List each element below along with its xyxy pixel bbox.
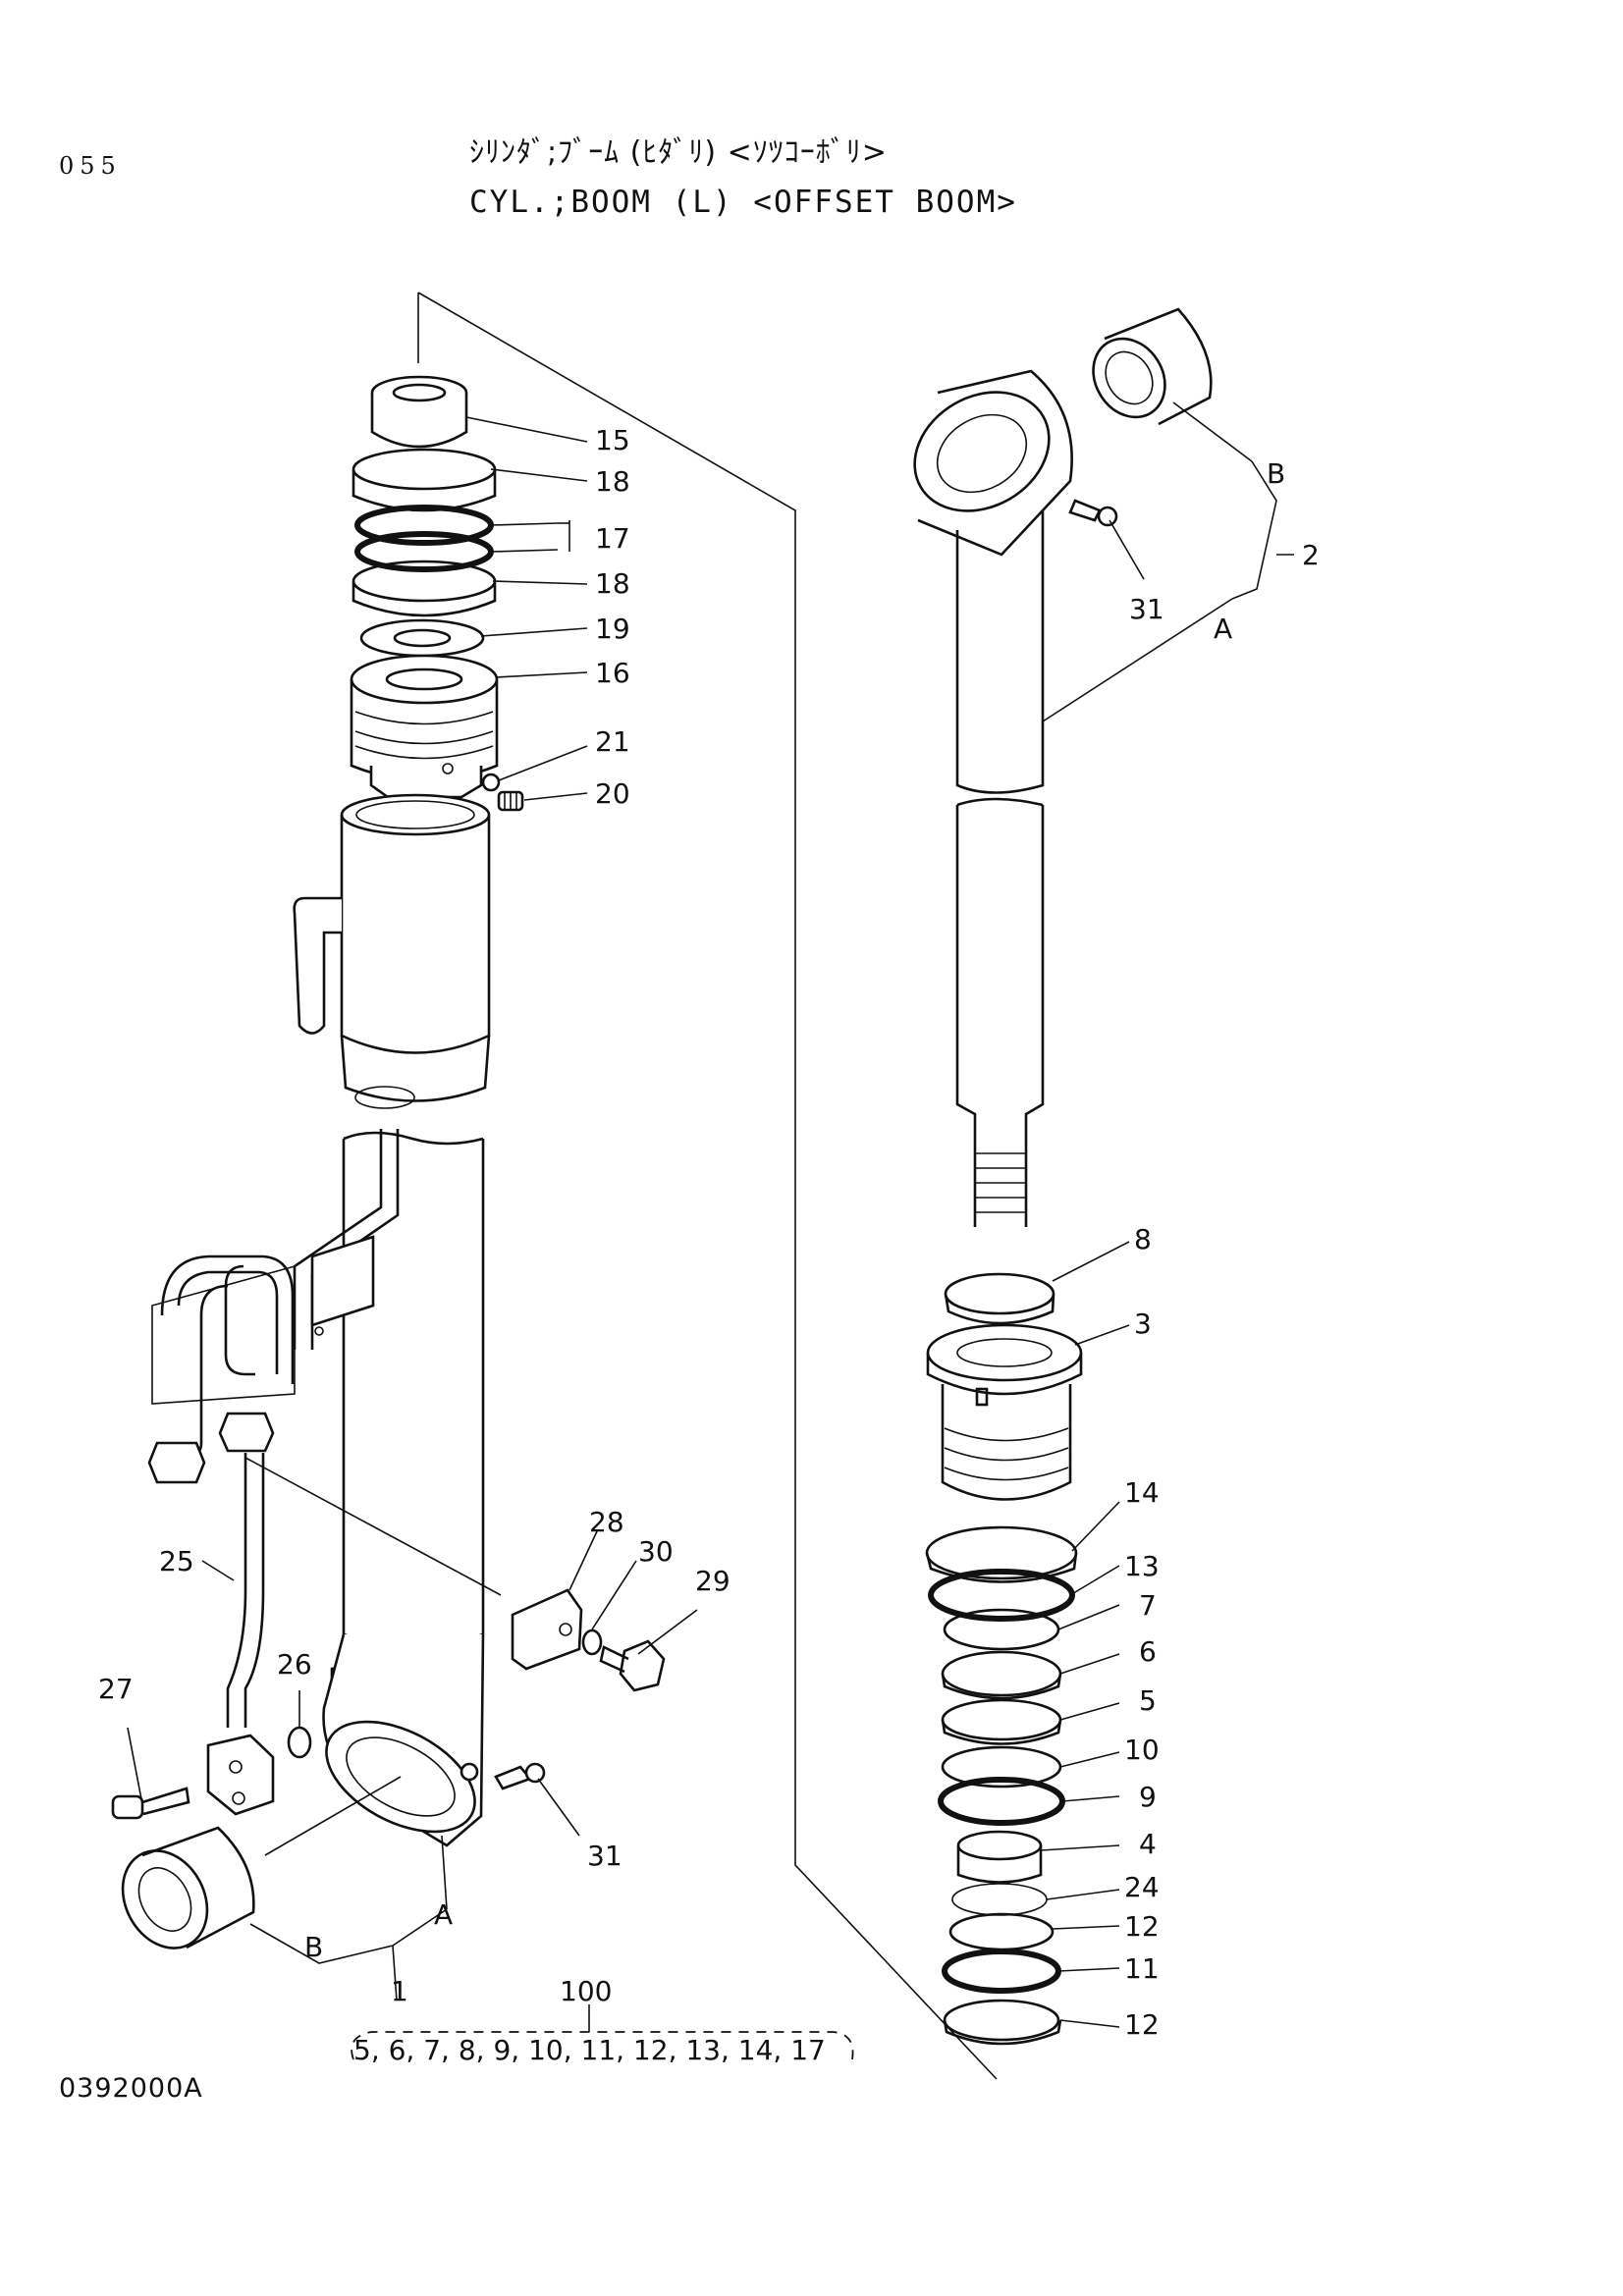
callout-31-right: 31 (1129, 593, 1164, 625)
callout-24: 24 (1124, 1871, 1160, 1903)
callout-1: 1 (391, 1975, 408, 2007)
part-16-rod-cover (350, 654, 499, 799)
callout-20: 20 (595, 777, 630, 810)
cylinder-tube (147, 793, 491, 1847)
part-28-clamp (511, 1588, 583, 1671)
gland-parts-stack (350, 375, 524, 812)
callout-10: 10 (1124, 1734, 1160, 1766)
callout-12-upper: 12 (1124, 1910, 1160, 1943)
callout-18-lower: 18 (595, 567, 630, 600)
part-15-dust-seal (370, 375, 468, 449)
callout-17: 17 (595, 522, 630, 555)
callout-18-upper: 18 (595, 465, 630, 498)
part-4-nut (956, 1830, 1043, 1884)
page-number: 055 (59, 152, 122, 180)
callout-31-left: 31 (587, 1840, 622, 1872)
callout-21: 21 (595, 725, 630, 758)
part-17-seal-rings (354, 505, 494, 572)
part-5-ring (941, 1698, 1062, 1745)
callout-19: 19 (595, 613, 630, 645)
callout-4: 4 (1139, 1828, 1157, 1860)
callout-15: 15 (595, 424, 630, 456)
callout-2: 2 (1302, 539, 1320, 571)
callout-8: 8 (1134, 1223, 1152, 1255)
callout-A-left: A (434, 1898, 453, 1931)
part-3-piston (926, 1323, 1083, 1501)
part-20-set-screw (497, 790, 524, 812)
drawing-code: 0392000A (59, 2073, 203, 2104)
part-21-steel-ball (481, 773, 501, 792)
part-19-ring (359, 618, 485, 658)
callout-30: 30 (638, 1535, 674, 1568)
part-8-ring (944, 1272, 1055, 1325)
callout-13: 13 (1124, 1550, 1160, 1582)
part-27-bolt (111, 1787, 190, 1820)
part-29-bolt (599, 1639, 666, 1692)
callout-14: 14 (1124, 1476, 1160, 1509)
bushing-left (121, 1826, 255, 1949)
callout-11: 11 (1124, 1952, 1160, 1985)
split-flange (206, 1734, 275, 1816)
part-31-grease-fitting-left (494, 1762, 546, 1790)
title-japanese: ｼﾘﾝﾀﾞ;ﾌﾞｰﾑ (ﾋﾀﾞﾘ) <ｿﾂｺｰﾎﾞﾘ> (469, 135, 888, 170)
part-12-ring-upper (948, 1912, 1055, 1951)
part-30-washer (581, 1629, 603, 1656)
callout-6: 6 (1139, 1635, 1157, 1668)
part-31-grease-fitting-right (1068, 499, 1118, 527)
part-11-ring (942, 1949, 1061, 1994)
callout-B-right: B (1267, 457, 1285, 490)
part-12-ring-lower (943, 1999, 1062, 2046)
callout-B-left: B (304, 1931, 323, 1963)
callout-27: 27 (98, 1673, 134, 1705)
part-6-ring (941, 1650, 1062, 1700)
callout-12-lower: 12 (1124, 2008, 1160, 2041)
callout-16: 16 (595, 657, 630, 689)
callout-25: 25 (159, 1545, 194, 1577)
kit-number: 100 (560, 1975, 612, 2007)
part-26-o-ring (287, 1726, 312, 1759)
callout-28: 28 (589, 1506, 624, 1538)
callout-29: 29 (695, 1565, 730, 1597)
part-13-ring (928, 1569, 1075, 1622)
callout-9: 9 (1139, 1781, 1157, 1813)
title-english: CYL.;BOOM (L) <OFFSET BOOM> (469, 185, 1017, 220)
piston-rod (913, 369, 1073, 1227)
callout-26: 26 (277, 1648, 312, 1681)
callout-A-right: A (1214, 613, 1232, 645)
tube-bottom-eye (322, 1633, 485, 1847)
leader-lines-left (127, 416, 698, 2002)
callout-5: 5 (1139, 1684, 1157, 1717)
part-24-ring (951, 1883, 1048, 1916)
kit-bracket (351, 2004, 854, 2060)
callout-3: 3 (1134, 1308, 1152, 1340)
assembly-boundary (417, 292, 998, 2080)
callout-7: 7 (1139, 1589, 1157, 1622)
leader-lines-right (1040, 401, 1294, 2028)
part-14-ring (925, 1525, 1078, 1583)
bushing-right (1092, 307, 1213, 426)
kit-contents: 5, 6, 7, 8, 9, 10, 11, 12, 13, 14, 17 (353, 2034, 826, 2066)
part-18-ring-upper (352, 448, 497, 512)
callout-labels: 15 18 17 18 19 16 21 20 28 30 29 25 26 2… (98, 424, 1320, 2066)
